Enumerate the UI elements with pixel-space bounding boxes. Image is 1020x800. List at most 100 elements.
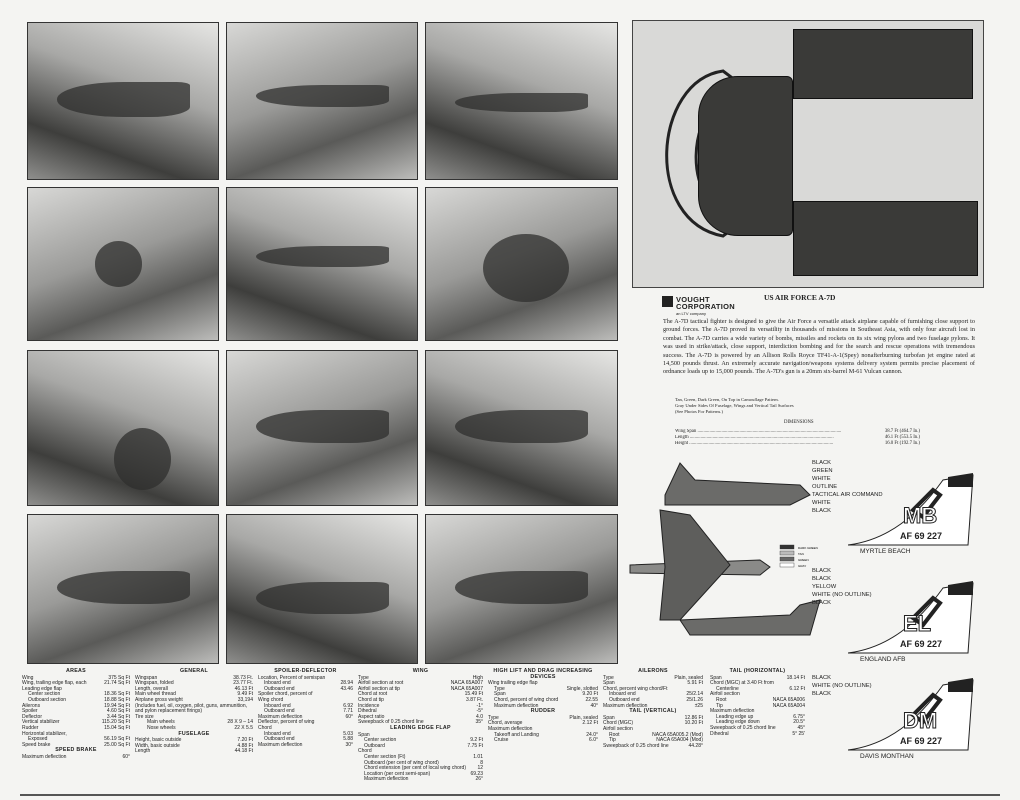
callout-label: BLACK (812, 600, 832, 606)
spec-row: Root NACA 65A005.2 (Mod) (603, 731, 703, 739)
spec-heading-leading-edge-flap: LEADING EDGE FLAP (390, 724, 451, 731)
spec-row: Chord (MGC)10.20 Ft (603, 721, 703, 727)
photo-in-flight-2 (425, 22, 618, 180)
spec-label: Incidence (358, 702, 380, 709)
spec-value: 20.5° (793, 719, 805, 726)
spec-label: Inboard end (264, 702, 291, 709)
spec-label: Outboard (per cent of wing chord) (364, 759, 439, 766)
spec-label: Airfoil section at tip (358, 685, 400, 692)
spec-label: Wing, trailing edge flap, each (22, 680, 87, 687)
spec-label: Wing trailing edge flap (488, 680, 538, 687)
spec-label: Root (609, 731, 620, 738)
spec-label: Tip (609, 737, 616, 744)
spec-row: Airfoil section (603, 726, 703, 733)
spec-heading-general: GENERAL (180, 668, 208, 674)
callout-label: WHITE (812, 476, 831, 482)
callout-label: BLACK (812, 460, 832, 466)
spec-row: Maximum deflection (710, 709, 805, 715)
spec-label: Center section (28, 691, 61, 698)
callout-label: BLACK (812, 675, 832, 681)
spec-value: 375 Sq Ft (108, 674, 130, 681)
spec-value: 2.12 Ft (582, 720, 598, 727)
dimensions-title: DIMENSIONS (784, 420, 814, 425)
spec-heading-tail-vertical: TAIL (VERTICAL) (629, 708, 677, 715)
spec-row: Tire size (135, 713, 253, 721)
description: The A-7D tactical fighter is designed to… (663, 318, 975, 376)
fin-serial: AF 69 227 (900, 531, 943, 541)
spec-row: Location (per cent semi-span)69.23 (358, 770, 483, 778)
spec-row: Spoiler chord, percent of (258, 692, 353, 698)
spec-value: 10.20 Ft (684, 720, 703, 727)
spec-value: 44.28° (688, 742, 703, 749)
spec-label: Type (494, 685, 505, 692)
photo-sharkmouth (226, 350, 418, 506)
spec-row: Incidence -1° (358, 702, 483, 710)
spec-value: NACA 65A007 (450, 680, 483, 687)
spec-label: Tire size (135, 713, 154, 720)
photo-pylon-stores (425, 514, 618, 664)
callout-label: OUTLINE (812, 484, 838, 490)
spec-value: 24.0° (586, 731, 598, 738)
dimension-label: Wing Span ..............................… (675, 429, 842, 434)
spec-value: 12 (477, 765, 483, 772)
spec-label: Location, Percent of semispan (258, 674, 326, 681)
callout-label: YELLOW (812, 584, 837, 590)
spec-label: Chord, percent of wing chord (494, 696, 559, 703)
spec-value: NACA 65A005.2 (Mod) (652, 731, 703, 738)
spec-row: Chord (MGC) at 3.40 Ft from (710, 681, 805, 687)
spec-label: Maximum deflection (258, 713, 303, 720)
photo-cockpit-canopy-open (27, 22, 219, 180)
spec-label: Location (per cent semi-span) (364, 770, 431, 777)
spec-label: Chord (MGC) at 3.40 Ft from (710, 680, 774, 687)
spec-value: 3.44 Sq Ft (106, 713, 130, 720)
spec-value: 9.49 Ft (237, 691, 253, 698)
spec-label: Chord at root (358, 691, 388, 698)
spec-value: 4.60 Sq Ft (106, 708, 130, 715)
spec-label: Exposed (28, 736, 48, 743)
photo-exhaust (425, 187, 618, 341)
spec-value: 18.36 Sq Ft (104, 691, 130, 698)
legend-swatch (779, 556, 795, 562)
spec-label: Root (716, 696, 727, 703)
legend-label: TAN (798, 552, 804, 556)
spec-value: 6.12 Ft (789, 685, 805, 692)
spec-label: Ailerons (22, 702, 41, 709)
fin-serial: AF 69 227 (900, 639, 943, 649)
spec-value: 6.0° (589, 737, 598, 744)
spec-value: -5° (476, 708, 483, 715)
spec-label: Chord at tip (358, 696, 384, 703)
callout-label: TACTICAL AIR COMMAND (812, 492, 883, 498)
spec-row: Chord (358, 749, 483, 755)
spec-label: Airfoil section (710, 691, 740, 698)
spec-value: -1° (476, 702, 483, 709)
fin-code: EL (902, 611, 932, 636)
spec-label: Speed brake (22, 741, 51, 748)
spec-value: 33,194 (237, 696, 253, 703)
